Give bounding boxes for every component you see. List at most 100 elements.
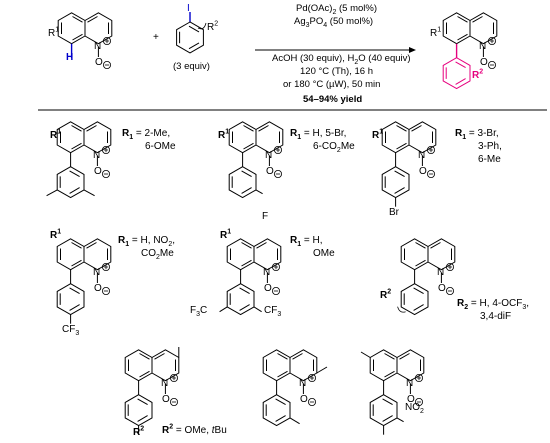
e2-substituent-line2: 6-CO2Me [313,141,355,154]
example-1-structure [46,121,112,199]
e7-text: = OMe, [173,425,212,436]
e4-o-atom: O [94,283,102,294]
e5-cf3-right: CF3 [264,305,282,318]
reactant-quinoline-n-oxide [57,12,113,69]
e2-n-atom: N [265,150,273,161]
example-3-structure [381,121,437,207]
e6-substituent-line2: 3,4-diF [480,311,512,322]
e4-r: R [118,235,126,246]
e2-line2-tail: Me [340,141,355,152]
e6-n-atom: N [437,267,445,278]
example-7-structure [124,347,180,435]
e4-text-sub: 2 [168,241,173,248]
product-8-aryl-quinoline-n-oxide [442,12,498,90]
e7-text-tail: Bu [214,425,227,436]
e3-r: R [455,128,463,139]
additive-sub2: 4 [323,21,328,29]
e5-sub: 1 [297,241,302,248]
e9-n-atom: N [406,378,414,389]
e4-ring-r: R [50,230,58,241]
e6-substituent-label: R2 = H, 4-OCF3, [457,298,530,311]
e6-sub: 2 [464,304,469,311]
e3-bromine: Br [389,207,399,218]
e7-r: R [162,425,170,436]
product-o-atom: O [480,57,488,68]
e7-n-atom: N [161,378,169,389]
product-r2-superscript: 2 [479,68,484,76]
e7-o-atom: O [162,394,170,405]
solvent-text-1: AcOH (30 equiv), H [272,53,355,64]
e2-substituent-label: R1 = H, 5-Br, [290,128,346,141]
e2-ring-r: R [218,130,226,141]
e6-r2-on-ring: R2 [380,289,391,302]
e8-n-atom: N [299,378,307,389]
product-r2-label: R2 [472,68,484,82]
e5-cf3-text: CF [264,305,278,316]
catalyst-sub: 2 [332,8,337,16]
e7-sup: 2 [169,423,174,431]
e8-o-atom: O [300,394,308,405]
e1-text: = 2-Me, [133,128,171,139]
e1-substituent-line2: 6-OMe [145,141,176,152]
reactant-o-atom: O [95,57,103,68]
e4-substituent-label: R1 = H, NO2, [118,235,176,248]
e3-substituent-line3: 6-Me [478,154,501,165]
e2-line2-sub: 2 [336,147,341,154]
r1-superscript: 1 [55,26,60,34]
e1-sub: 1 [129,134,134,141]
catalyst-label: Pd(OAc)2 (5 mol%) [296,3,377,16]
e6-text: = H, 4-OCF [468,298,523,309]
example-4-structure [56,238,112,324]
e5-text: = H, [301,235,323,246]
reactant-h-atom: H [66,52,74,63]
example-6-structure [397,238,456,316]
e1-ring-sup: 1 [57,128,62,136]
catalyst-load: (5 mol%) [336,3,377,14]
e1-o-atom: O [94,166,102,177]
additive-tail: PO [309,16,324,27]
e7-r2-on-ring: R2 [133,426,144,439]
reactant-r1-label: R1 [48,26,60,40]
e2-sub: 1 [297,134,302,141]
e4-text-tail: , [172,235,176,246]
yield-range: 54–94% yield [303,94,363,105]
e4-substituent-line2: CO2Me [141,248,174,261]
e3-n-atom: N [418,150,426,161]
reactant-n-atom: N [94,41,102,52]
additive-sub: 3 [305,21,310,29]
plus-sign: + [153,32,159,43]
e3-substituent-line2: 3-Ph, [478,141,502,152]
e4-text: = H, NO [129,235,169,246]
product-r2-letter: R [472,70,480,81]
product-r1-letter: R [430,28,438,39]
e6-r: R [457,298,465,309]
e4-r1-on-ring: R1 [50,229,61,242]
e5-r1-on-ring: R1 [220,229,231,242]
example-5-structure [219,238,282,316]
e1-n-atom: N [93,150,101,161]
e3-substituent-label: R1 = 3-Br, [455,128,499,141]
catalyst-text: Pd(OAc) [296,3,333,14]
iodine-atom: I [187,3,190,14]
e3-ring-sup: 1 [379,128,384,136]
e3-ring-r: R [372,130,380,141]
e7-ring-r: R [133,427,141,438]
example-8-structure [262,349,328,427]
e5-o-atom: O [264,283,272,294]
reaction-arrow [255,47,416,53]
e6-text-tail: , [526,298,530,309]
solvent-label: AcOH (30 equiv), H2O (40 equiv) [272,53,411,66]
e5-ring-r: R [220,230,228,241]
e2-ring-sup: 1 [225,128,230,136]
e4-sub: 1 [125,241,130,248]
e3-sub: 1 [462,134,467,141]
e7-substituent-label: R2 = OMe, tBu [162,423,227,437]
r1-letter: R [48,28,56,39]
e2-o-atom: O [266,166,274,177]
e4-line2-tail: Me [159,248,174,259]
solvent-sub: 2 [354,58,359,66]
e4-cf3: CF3 [62,324,80,337]
e2-fluorine: F [262,211,269,222]
e3-o-atom: O [419,166,427,177]
